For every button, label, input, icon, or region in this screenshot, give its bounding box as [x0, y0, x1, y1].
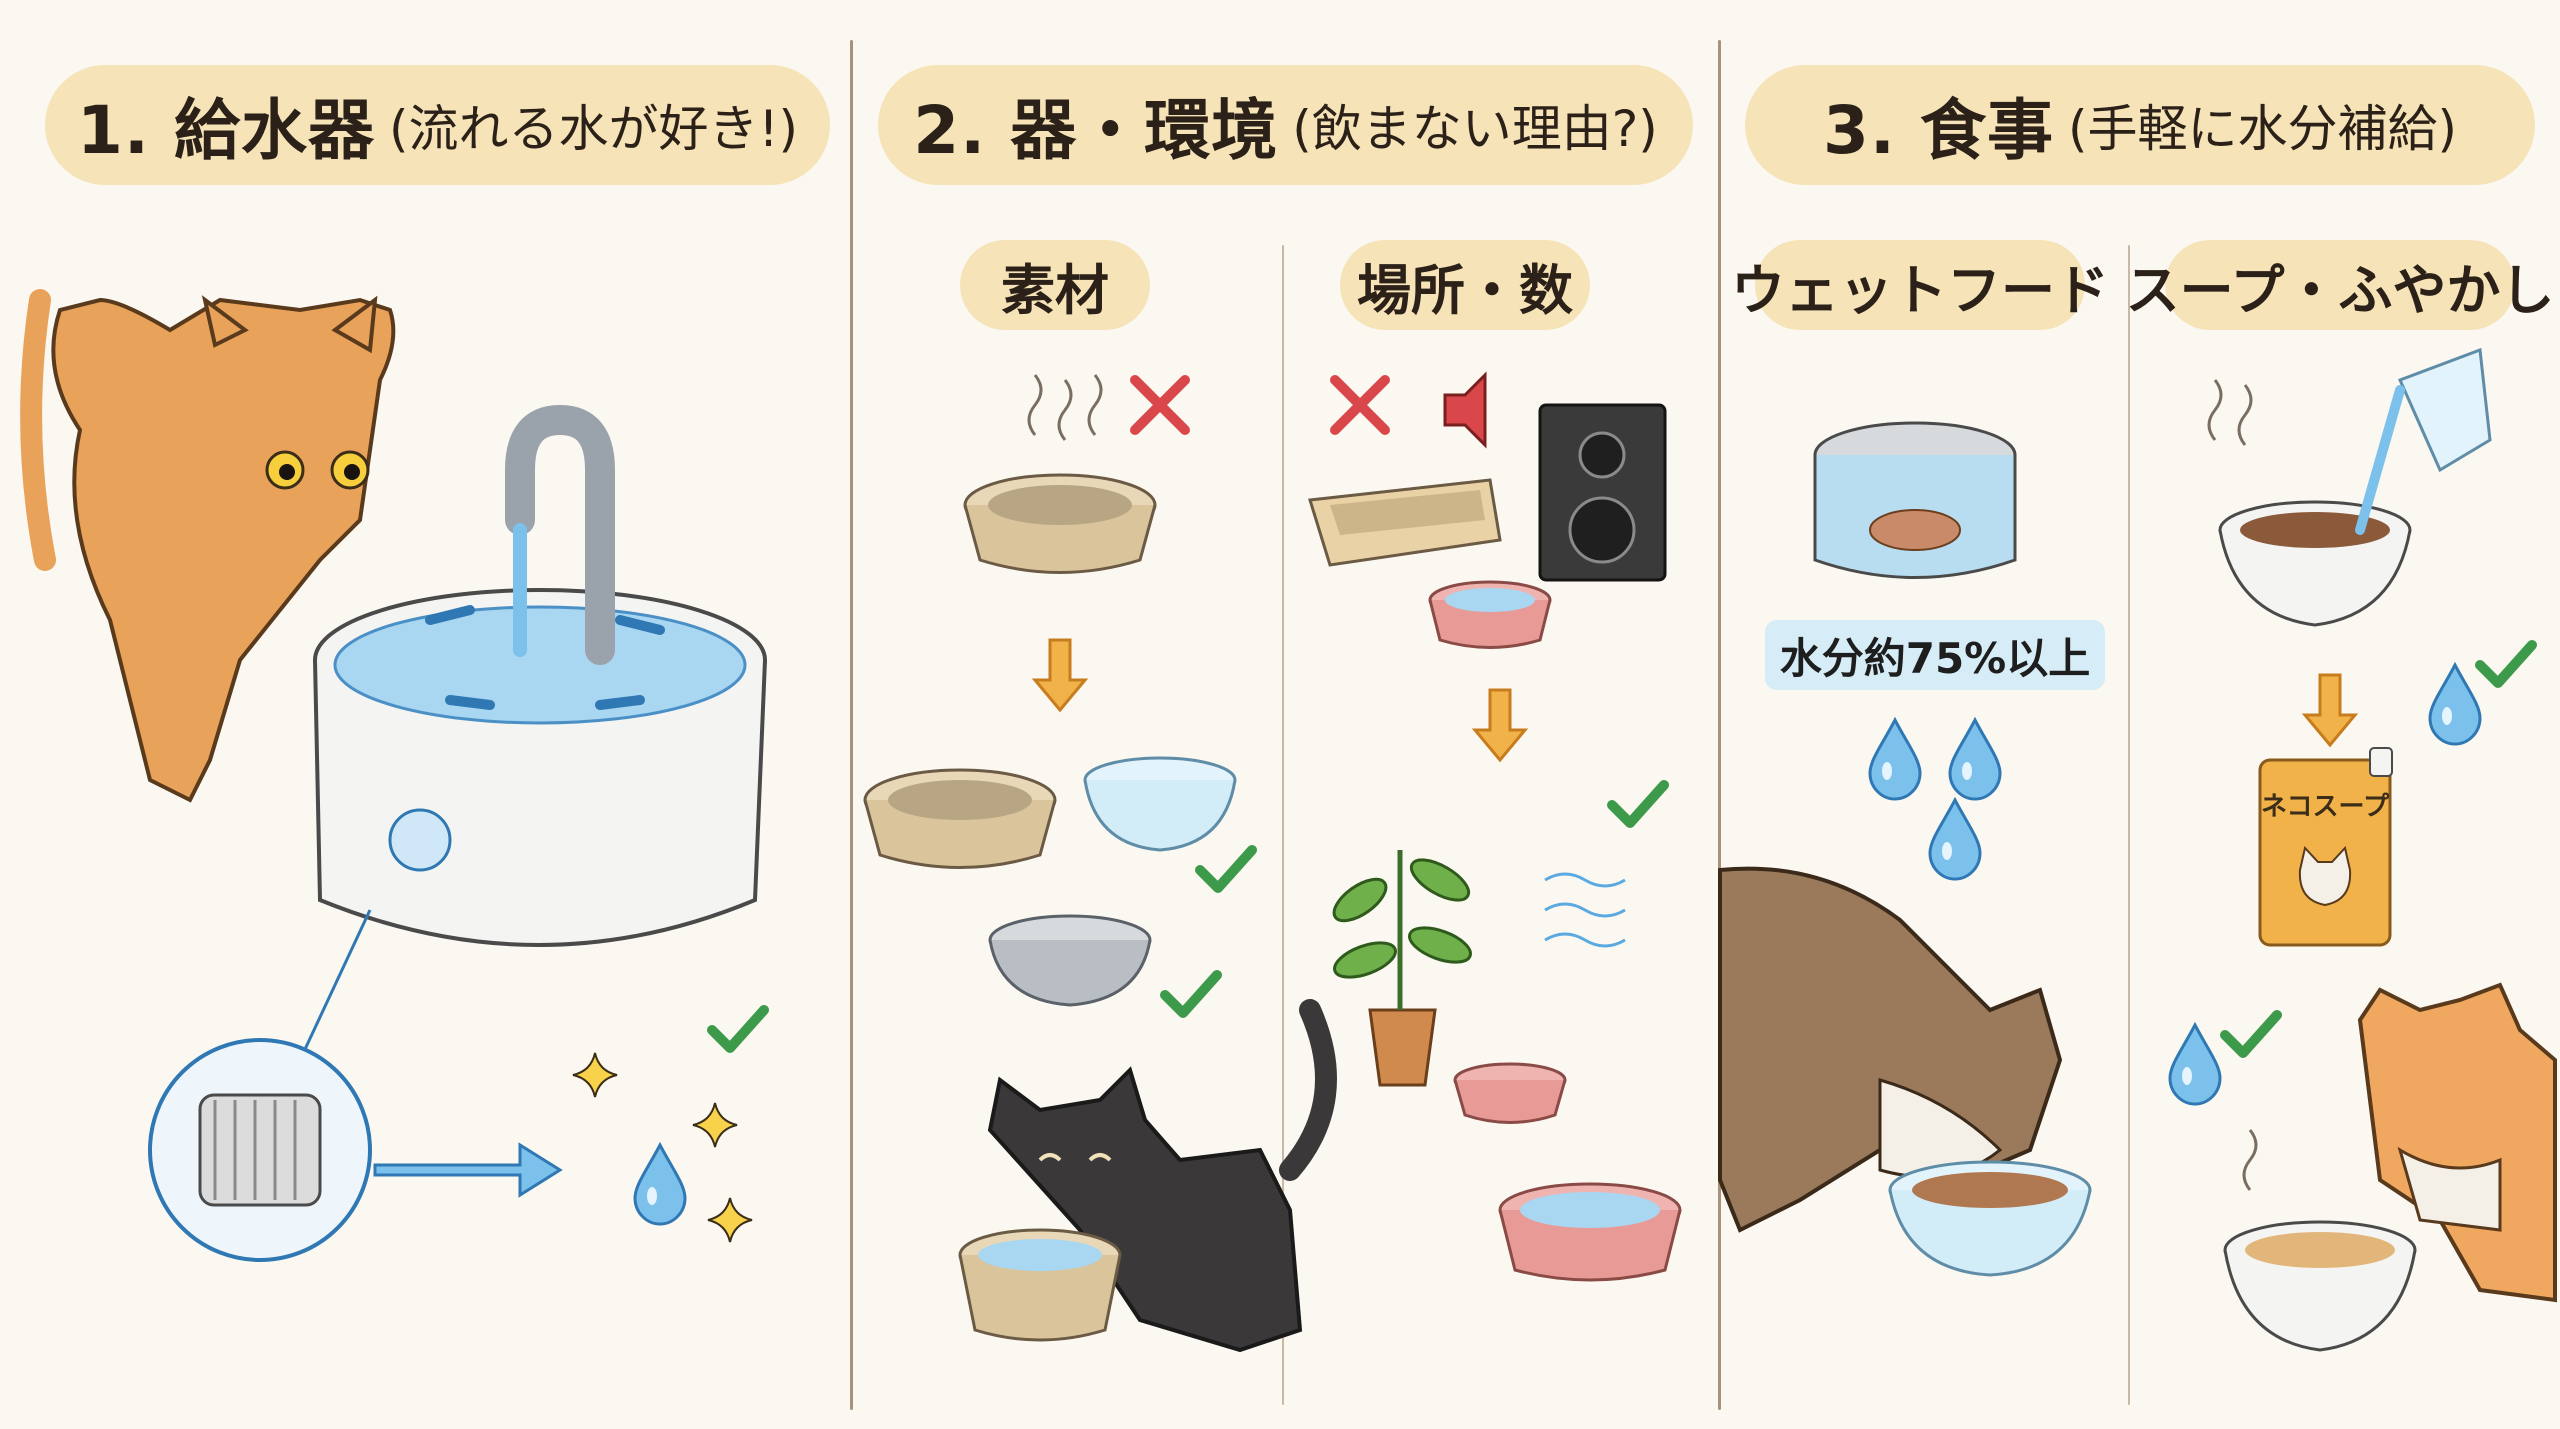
sparkle-icon	[692, 1102, 738, 1148]
food-bowl-wet	[1888, 1160, 2092, 1277]
steam-icon	[1057, 378, 1073, 442]
check-icon	[1612, 785, 1664, 823]
water-drop-icon	[1868, 718, 1922, 801]
steam-icon	[1087, 373, 1103, 437]
section-divider-1	[850, 40, 853, 1410]
water-drop-icon	[1948, 718, 2002, 801]
water-drop-icon	[2428, 663, 2482, 746]
section-title-subtitle: (手軽に水分補給)	[2067, 100, 2457, 158]
cat-tabby-illustration	[1718, 866, 2063, 1233]
section-title-1: 1. 給水器 (流れる水が好き!)	[45, 65, 830, 185]
section-title-2: 2. 器・環境 (飲まない理由?)	[878, 65, 1693, 185]
soup-bowl-bottom	[2223, 1220, 2417, 1352]
section-divider-2	[1718, 40, 1721, 1410]
steam-icon	[1027, 373, 1043, 437]
steam-icon	[2242, 1128, 2258, 1192]
down-arrow-icon	[1473, 688, 1527, 762]
down-arrow-icon	[2303, 673, 2357, 747]
section-title-subtitle: (飲まない理由?)	[1292, 100, 1658, 158]
section-title-main: 2. 器・環境	[913, 92, 1279, 169]
soup-pack-illustration	[2258, 747, 2393, 947]
subsection-label-soup: スープ・ふやかし	[2126, 240, 2554, 330]
subsection-label-wetfood: ウェットフード	[1731, 240, 2109, 330]
drinking-bowl	[958, 1228, 1122, 1342]
check-icon	[712, 1010, 764, 1048]
water-drop-icon	[633, 1143, 687, 1226]
pink-bowl-quiet	[1453, 1062, 1567, 1124]
cross-icon	[1135, 380, 1185, 430]
litter-box-illustration	[1308, 478, 1502, 567]
check-icon	[2225, 1015, 2277, 1053]
wet-food-moisture-note: 水分約75%以上	[1765, 620, 2105, 690]
subsection-label-place: 場所・数	[1340, 240, 1590, 330]
subsection-label-material: 素材	[960, 240, 1150, 330]
water-drop-icon	[2168, 1023, 2222, 1106]
subsection-divider-2	[1282, 245, 1284, 1405]
pink-bowl-bad	[1428, 580, 1552, 649]
section-title-3: 3. 食事 (手軽に水分補給)	[1745, 65, 2535, 185]
water-drop-icon	[1928, 798, 1982, 881]
soup-pack-label: ネコスープ	[2261, 792, 2390, 822]
water-pitcher-illustration	[2355, 347, 2492, 535]
check-icon	[1200, 850, 1252, 888]
water-fountain-illustration	[313, 404, 767, 947]
speaker-icon	[1443, 371, 1487, 449]
section-title-subtitle: (流れる水が好き!)	[388, 100, 799, 158]
glass-bowl	[1083, 756, 1237, 852]
filter-illustration	[148, 909, 563, 1262]
breeze-lines	[1544, 872, 1626, 948]
stainless-bowl	[988, 914, 1152, 1007]
section-title-main: 3. 食事	[1823, 92, 2054, 169]
pink-bowl-large	[1498, 1182, 1682, 1282]
cat-black-illustration	[987, 999, 1337, 1353]
sparkle-icon	[707, 1197, 753, 1243]
subsection-divider-3	[2128, 245, 2130, 1405]
cross-icon	[1335, 380, 1385, 430]
section-title-main: 1. 給水器	[76, 92, 375, 169]
check-icon	[1165, 975, 1217, 1013]
steam-icon	[2207, 378, 2223, 442]
cat-calico-illustration	[2357, 982, 2557, 1303]
plastic-bowl-bad	[963, 473, 1157, 574]
sparkle-icon	[572, 1052, 618, 1098]
plant-illustration	[1332, 850, 1472, 1087]
ceramic-bowl	[863, 768, 1057, 869]
wet-food-can-illustration	[1813, 421, 2017, 579]
steam-icon	[2237, 383, 2253, 447]
check-icon	[2480, 645, 2532, 683]
speaker-box-illustration	[1538, 403, 1667, 582]
soup-bowl-top	[2218, 500, 2412, 627]
cat-orange-illustration	[20, 289, 396, 803]
down-arrow-icon	[1033, 638, 1087, 712]
